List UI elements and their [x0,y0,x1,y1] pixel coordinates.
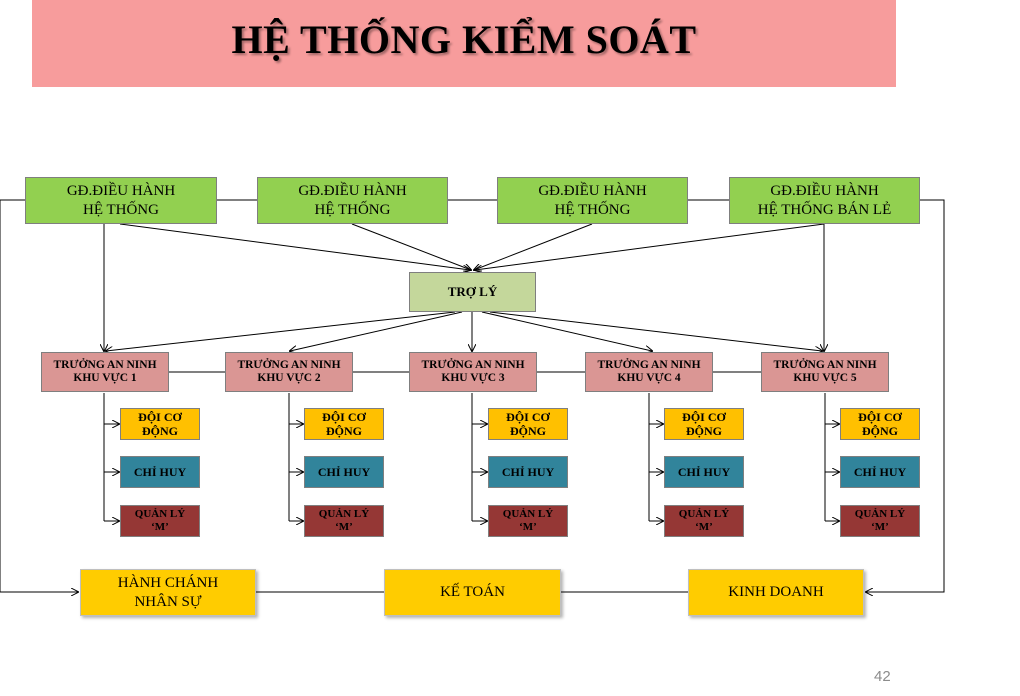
mobile-team-1-line2: ĐỘNG [141,424,178,438]
department-box-sales: KINH DOANH [688,569,864,616]
commander-1-label: CHỈ HUY [133,464,187,479]
commander-box-2: CHỈ HUY [304,456,384,488]
department-box-accounting: KẾ TOÁN [384,569,561,616]
manager-box-2: QUẢN LÝ‘M’ [304,505,384,537]
director-3-line1: GĐ.ĐIỀU HÀNH [538,182,647,199]
mobile-team-5-line1: ĐỘI CƠ [858,410,902,424]
director-4-line1: GĐ.ĐIỀU HÀNH [770,182,879,199]
title-banner: HỆ THỐNG KIỂM SOÁT [32,0,896,87]
director-2-line1: GĐ.ĐIỀU HÀNH [298,182,407,199]
director-1-line1: GĐ.ĐIỀU HÀNH [66,182,176,199]
manager-4-line1: QUẢN LÝ [678,508,730,520]
security-head-2-line1: TRƯỞNG AN NINH [237,359,341,371]
mobile-team-4-line1: ĐỘI CƠ [682,410,726,424]
commander-2-label: CHỈ HUY [317,464,371,479]
director-3-line2: HỆ THỐNG [554,201,631,218]
assistant-label: TRỢ LÝ [447,284,498,299]
commander-box-5: CHỈ HUY [840,456,920,488]
mobile-team-3-line1: ĐỘI CƠ [506,410,550,424]
assistant-box: TRỢ LÝ [409,272,536,312]
manager-3-line1: QUẢN LÝ [502,508,554,520]
security-head-2-line2: KHU VỰC 2 [257,372,321,384]
commander-box-4: CHỈ HUY [664,456,744,488]
manager-2-line2: ‘M’ [335,521,353,533]
commander-4-label: CHỈ HUY [677,464,731,479]
director-box-4: GĐ.ĐIỀU HÀNH HỆ THỐNG BÁN LẺ [729,177,920,224]
manager-1-line1: QUẢN LÝ [134,508,186,520]
department-box-hr: HÀNH CHÁNH NHÂN SỰ [80,569,256,616]
security-head-4-line2: KHU VỰC 4 [617,372,681,384]
mobile-team-3-line2: ĐỘNG [509,424,546,438]
manager-2-line1: QUẢN LÝ [318,508,370,520]
manager-1-line2: ‘M’ [151,521,169,533]
director-4-line2: HỆ THỐNG BÁN LẺ [757,201,892,218]
manager-5-line2: ‘M’ [871,521,889,533]
manager-box-4: QUẢN LÝ‘M’ [664,505,744,537]
security-head-3-line2: KHU VỰC 3 [441,372,505,384]
commander-3-label: CHỈ HUY [501,464,555,479]
manager-3-line2: ‘M’ [519,521,537,533]
mobile-team-4-line2: ĐỘNG [685,424,722,438]
director-box-1: GĐ.ĐIỀU HÀNH HỆ THỐNG [25,177,217,224]
director-2-line2: HỆ THỐNG [314,201,391,218]
manager-5-line1: QUẢN LÝ [854,508,906,520]
commander-box-1: CHỈ HUY [120,456,200,488]
manager-4-line2: ‘M’ [695,521,713,533]
director-box-2: GĐ.ĐIỀU HÀNH HỆ THỐNG [257,177,448,224]
director-1-line2: HỆ THỐNG [83,201,159,218]
manager-box-5: QUẢN LÝ‘M’ [840,505,920,537]
department-hr-line2: NHÂN SỰ [134,593,202,610]
department-sales-label: KINH DOANH [728,584,824,600]
security-head-4-line1: TRƯỞNG AN NINH [597,359,701,371]
mobile-team-2-line1: ĐỘI CƠ [322,410,366,424]
security-head-1-line1: TRƯỞNG AN NINH [53,359,157,371]
page-title: HỆ THỐNG KIỂM SOÁT [231,17,697,62]
manager-box-1: QUẢN LÝ‘M’ [120,505,200,537]
mobile-team-5-line2: ĐỘNG [861,424,898,438]
department-accounting-label: KẾ TOÁN [440,584,505,600]
security-head-5-line2: KHU VỰC 5 [793,372,857,384]
page-number: 42 [874,668,891,685]
mobile-team-1-line1: ĐỘI CƠ [138,410,182,424]
mobile-team-2-line2: ĐỘNG [325,424,362,438]
director-box-3: GĐ.ĐIỀU HÀNH HỆ THỐNG [497,177,688,224]
security-head-5-line1: TRƯỞNG AN NINH [773,359,877,371]
security-head-3-line1: TRƯỞNG AN NINH [421,359,525,371]
commander-5-label: CHỈ HUY [853,464,907,479]
commander-box-3: CHỈ HUY [488,456,568,488]
department-hr-line1: HÀNH CHÁNH [117,574,219,591]
security-head-1-line2: KHU VỰC 1 [73,372,137,384]
manager-box-3: QUẢN LÝ‘M’ [488,505,568,537]
